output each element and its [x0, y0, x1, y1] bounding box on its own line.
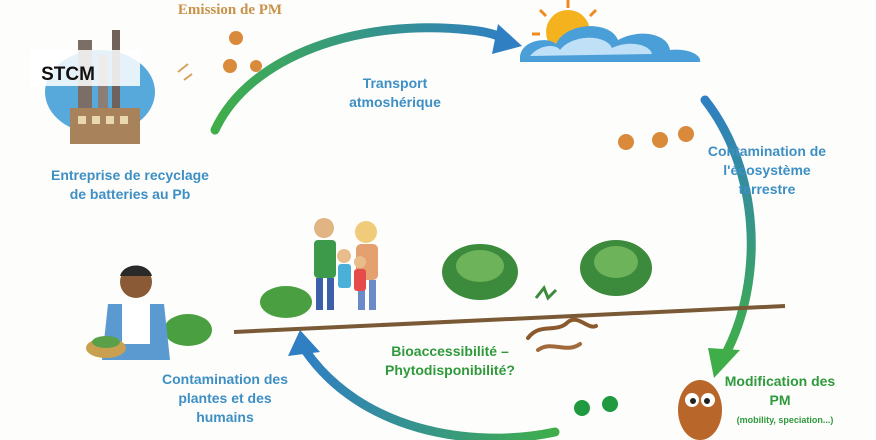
label-transport: Transport atmoshérique	[349, 75, 441, 110]
label-entreprise: Entreprise de recyclage de batteries au …	[51, 167, 209, 202]
family-icon	[314, 218, 378, 310]
label-modification-sub: (mobility, speciation...)	[736, 415, 834, 425]
label-emission: Emission de PM	[177, 2, 283, 18]
cabbage-icon	[164, 240, 652, 346]
arrow-contamination-plants	[288, 330, 560, 440]
worm-icon	[526, 317, 598, 352]
label-stcm: STCM	[41, 64, 95, 85]
pm-particles-plants	[574, 396, 618, 416]
mascot-icon	[678, 380, 722, 440]
label-bioaccess: Bioaccessibilité – Phytodisponibilité?	[385, 343, 515, 378]
gardener-icon	[86, 265, 170, 360]
factory-icon	[30, 30, 155, 144]
label-contamination-plantes: Contamination des plantes et des humains	[161, 371, 288, 425]
sun-cloud-icon	[520, 0, 701, 62]
arrow-contamination-eco	[700, 95, 756, 378]
arrow-transport	[210, 23, 522, 135]
pm-particles-emission	[177, 31, 262, 81]
pm-particles-soil	[618, 126, 694, 150]
label-contamination-eco: Contamination de l'écosystème terrestre	[707, 143, 827, 197]
ground-line	[233, 304, 786, 334]
label-modification: Modification des PM	[724, 373, 836, 408]
